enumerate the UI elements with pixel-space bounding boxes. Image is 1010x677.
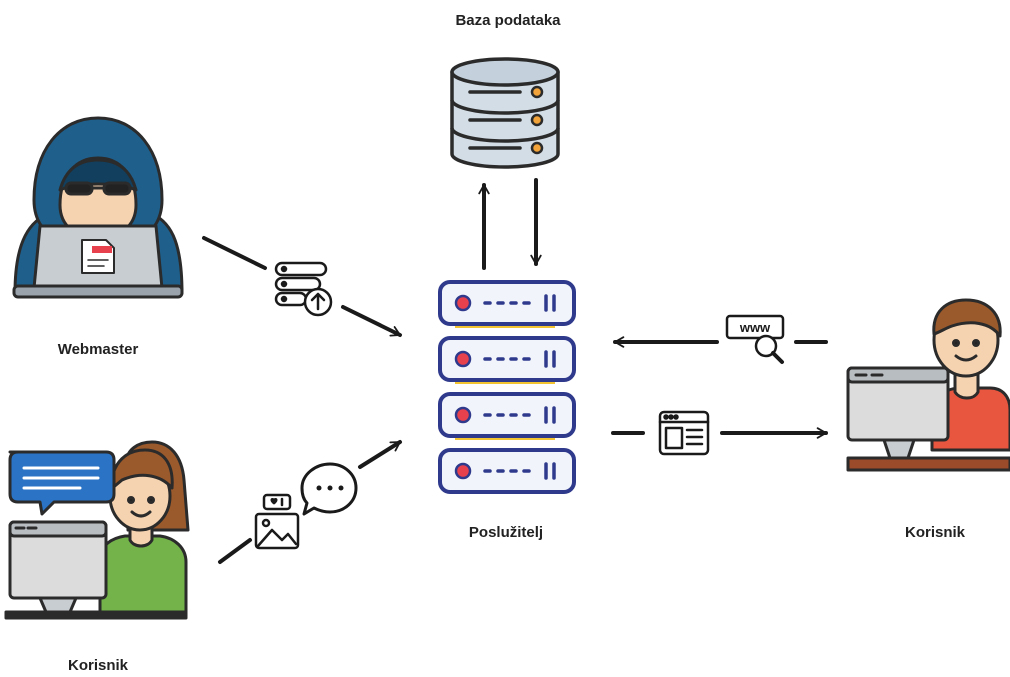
database-label: Baza podataka bbox=[455, 12, 561, 29]
social-image-post-icon bbox=[254, 493, 300, 550]
svg-text:www: www bbox=[739, 320, 771, 335]
woman-at-computer-icon bbox=[4, 440, 190, 620]
user-left-to-server-arrow-head bbox=[358, 440, 402, 469]
server-label: Poslužitelj bbox=[468, 524, 544, 541]
chat-bubble-icon bbox=[300, 462, 358, 516]
web-page-icon bbox=[658, 410, 710, 456]
server-rack-icon bbox=[438, 280, 576, 494]
user-right-label: Korisnik bbox=[904, 524, 966, 541]
user-left-label: Korisnik bbox=[67, 657, 129, 674]
www-search-icon: www bbox=[725, 314, 785, 364]
database-icon bbox=[450, 57, 560, 169]
webmaster-to-server-arrow-head bbox=[341, 305, 402, 337]
webmaster-label: Webmaster bbox=[57, 341, 139, 358]
user-left-to-server-arrow bbox=[218, 538, 252, 564]
man-at-computer-icon bbox=[846, 298, 1010, 472]
hooded-hacker-laptop-icon bbox=[12, 116, 184, 299]
server-upload-icon bbox=[274, 261, 333, 317]
webmaster-to-server-arrow bbox=[202, 236, 267, 270]
